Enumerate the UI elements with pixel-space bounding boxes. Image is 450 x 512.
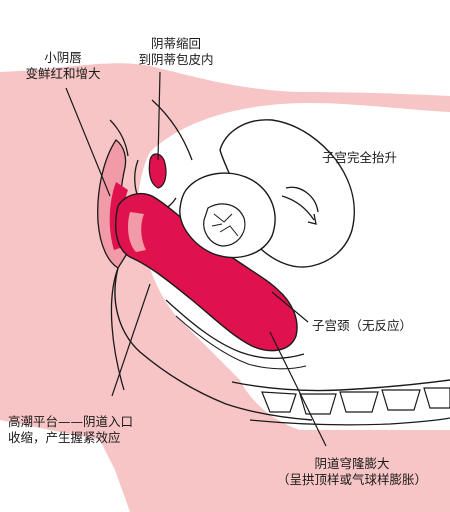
bladder-texture <box>211 213 239 237</box>
uterus-lift-arrow <box>281 195 315 221</box>
label-clitoris-line1: 阴蒂缩回 <box>150 36 201 51</box>
vertebra-4 <box>381 389 421 411</box>
label-vaginal-vault-line1: 阴道穹隆膨大 <box>314 456 390 471</box>
sacrum-outline <box>231 379 450 392</box>
uterus-cavity <box>285 186 319 213</box>
leader-orgasmic-platform <box>111 283 151 397</box>
perineum-outline <box>114 267 313 421</box>
vertebra-5 <box>423 387 450 409</box>
vaginal-canal <box>114 192 298 352</box>
vertebra-3 <box>339 391 379 413</box>
label-labia-minora-line1: 小阴唇 <box>44 50 82 65</box>
belly-outline <box>151 99 193 161</box>
spine-lower-line <box>249 417 450 426</box>
label-labia-minora-line2: 变鲜红和增大 <box>25 66 101 81</box>
leader-cervix <box>271 291 309 323</box>
label-clitoris-line2: 到阴蒂包皮内 <box>138 52 214 67</box>
rectum-outline <box>165 299 305 359</box>
label-clitoris: 阴蒂缩回 到阴蒂包皮内 <box>118 36 234 68</box>
label-orgasmic-platform: 高潮平台——阴道入口 收缩，产生握紧效应 <box>8 414 133 446</box>
leader-labia-minora <box>65 87 111 197</box>
vertebra-2 <box>299 393 337 415</box>
orgasmic-platform-stripe <box>128 212 146 252</box>
label-vaginal-vault: 阴道穹隆膨大 （呈拱顶样或气球样膨胀） <box>262 456 442 488</box>
label-cervix: 子宫颈（无反应） <box>312 318 413 333</box>
label-labia-minora: 小阴唇 变鲜红和增大 <box>8 50 118 82</box>
leader-clitoris <box>157 71 161 161</box>
label-vaginal-vault-line2: （呈拱顶样或气球样膨胀） <box>276 472 427 487</box>
bladder-inner <box>203 203 246 247</box>
vertebra-1 <box>261 391 297 413</box>
buttock-outline <box>110 267 125 391</box>
label-orgasmic-platform-line1: 高潮平台——阴道入口 <box>8 414 134 429</box>
clitoris-shape <box>148 153 167 189</box>
label-uterus: 子宫完全抬升 <box>322 150 398 165</box>
uterus-lift-arrowhead <box>307 213 317 225</box>
leader-vaginal-vault <box>269 331 327 447</box>
pubic-outline <box>109 119 129 157</box>
label-orgasmic-platform-line2: 收缩，产生握紧效应 <box>8 430 121 445</box>
